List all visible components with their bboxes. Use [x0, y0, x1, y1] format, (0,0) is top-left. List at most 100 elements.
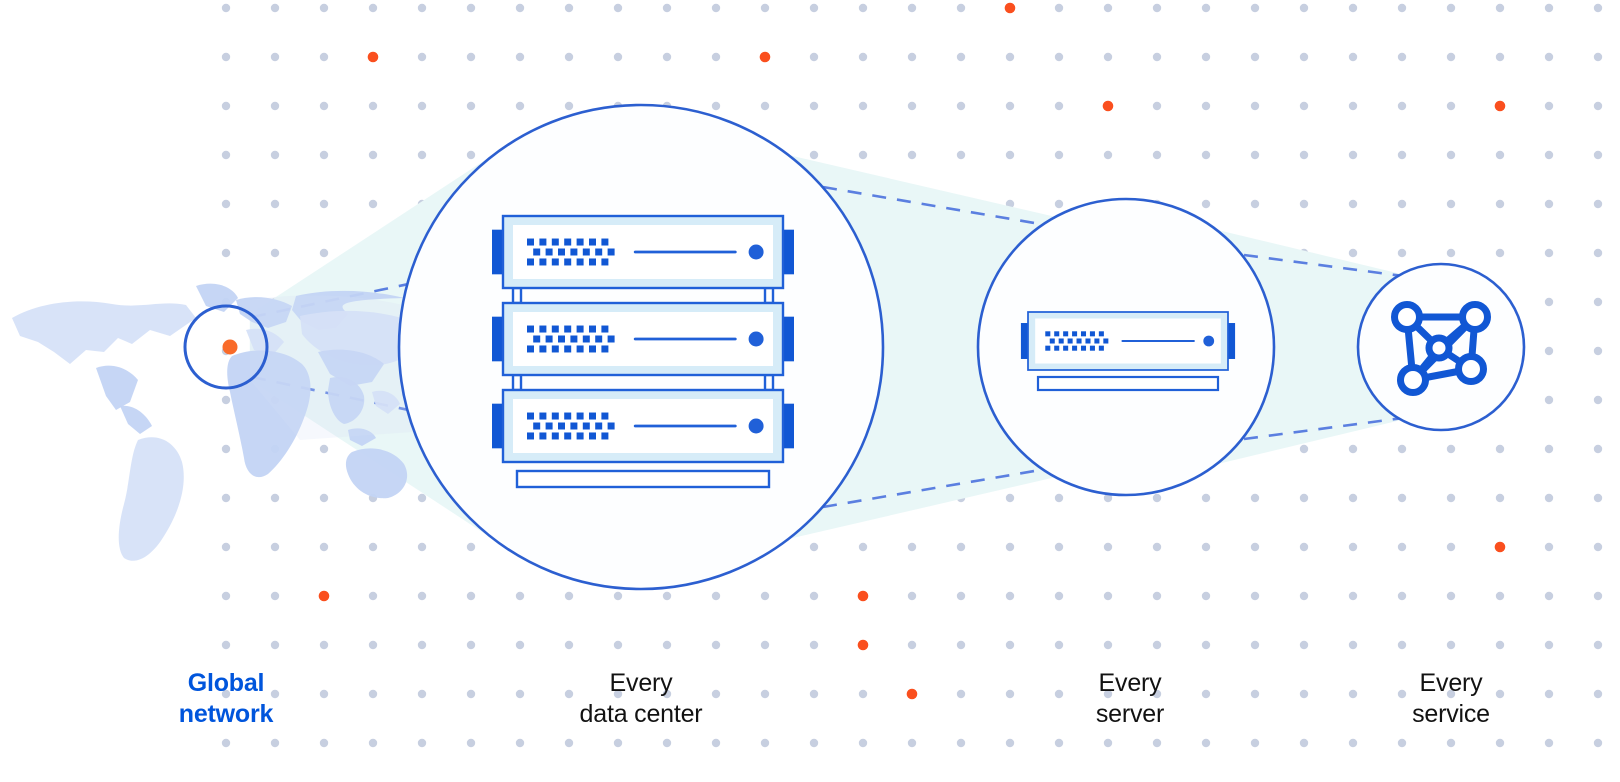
grid-dot: [221, 150, 231, 160]
network-node-top-left: [1391, 301, 1423, 333]
grid-dot: [1397, 689, 1407, 699]
grid-dot: [1348, 101, 1358, 111]
grid-dot: [1201, 640, 1211, 650]
server-led: [589, 238, 596, 246]
server-led: [1045, 331, 1051, 337]
grid-dot: [662, 3, 672, 13]
grid-dot: [809, 150, 819, 160]
grid-dot: [515, 101, 525, 111]
grid-dot: [1397, 591, 1407, 601]
server-led: [551, 238, 559, 246]
grid-dot: [760, 689, 770, 699]
network-node-bottom-right: [1455, 353, 1487, 385]
map-landmass: [118, 437, 184, 561]
grid-dot: [711, 738, 721, 748]
server-led: [533, 335, 541, 343]
grid-dot: [515, 689, 525, 699]
grid-dot: [368, 738, 378, 748]
grid-dot: [1446, 150, 1456, 160]
grid-dot: [270, 493, 280, 503]
grid-dot: [564, 640, 574, 650]
grid-dot-highlight: [857, 639, 869, 651]
grid-dot: [613, 738, 623, 748]
grid-dot: [1152, 3, 1162, 13]
grid-dot: [221, 248, 231, 258]
grid-dot: [1299, 3, 1309, 13]
grid-dot: [1054, 3, 1064, 13]
grid-dot-highlight: [857, 590, 869, 602]
grid-dot: [1348, 542, 1358, 552]
grid-dot: [221, 101, 231, 111]
grid-dot: [466, 591, 476, 601]
grid-dot: [1593, 199, 1603, 209]
grid-dot: [1397, 199, 1407, 209]
single-server-icon: [1020, 311, 1236, 392]
grid-dot: [1348, 248, 1358, 258]
grid-dot: [1544, 248, 1554, 258]
grid-dot: [368, 150, 378, 160]
server-led: [527, 325, 534, 333]
grid-dot: [858, 101, 868, 111]
grid-dot-highlight: [759, 51, 771, 63]
grid-dot-highlight: [1494, 100, 1506, 112]
server-status-dot: [748, 244, 764, 260]
server-led: [545, 422, 553, 430]
grid-dot: [907, 3, 917, 13]
server-led: [601, 345, 609, 353]
stage-illustration-group: [492, 214, 1491, 489]
stage-label-every-server: Every server: [1095, 669, 1165, 728]
grid-dot: [368, 542, 378, 552]
grid-dot: [1299, 444, 1309, 454]
map-landmass: [120, 405, 152, 434]
grid-dot: [662, 689, 672, 699]
server-led: [551, 345, 559, 353]
grid-dot: [1054, 199, 1064, 209]
server-led: [1076, 338, 1082, 344]
grid-dot: [1152, 52, 1162, 62]
grid-dot: [417, 150, 427, 160]
grid-dot: [1446, 640, 1456, 650]
grid-dot: [1397, 738, 1407, 748]
grid-dot: [564, 738, 574, 748]
server-led: [551, 258, 559, 266]
grid-dot: [319, 640, 329, 650]
server-led: [582, 335, 590, 343]
server-led: [607, 248, 615, 256]
grid-dot: [221, 52, 231, 62]
server-unit: [492, 301, 794, 377]
grid-dot: [907, 542, 917, 552]
grid-dot: [662, 52, 672, 62]
grid-dot: [270, 101, 280, 111]
grid-dot: [760, 640, 770, 650]
network-nodes-icon: [1391, 301, 1491, 396]
grid-dot: [1446, 689, 1456, 699]
server-led: [1098, 345, 1104, 351]
server-led: [564, 258, 572, 266]
grid-dot: [1054, 591, 1064, 601]
grid-dot: [270, 3, 280, 13]
grid-dot: [368, 3, 378, 13]
grid-dot: [1495, 591, 1505, 601]
grid-dot: [1005, 640, 1015, 650]
grid-dot: [1054, 150, 1064, 160]
server-led: [1094, 338, 1100, 344]
grid-dot: [221, 493, 231, 503]
grid-dot: [221, 689, 231, 699]
grid-dot: [1397, 542, 1407, 552]
grid-dot: [809, 591, 819, 601]
server-led: [539, 432, 547, 440]
grid-dot: [1593, 591, 1603, 601]
grid-dot: [760, 591, 770, 601]
grid-dot: [1495, 640, 1505, 650]
grid-dot: [1348, 640, 1358, 650]
grid-dot: [319, 199, 329, 209]
grid-dot: [956, 150, 966, 160]
grid-dot: [319, 248, 329, 258]
server-led: [564, 432, 572, 440]
rack-base: [515, 469, 771, 489]
server-unit: [492, 214, 794, 290]
grid-dot: [956, 101, 966, 111]
grid-dot: [1005, 101, 1015, 111]
grid-dot: [1103, 640, 1113, 650]
grid-dot: [1544, 493, 1554, 503]
